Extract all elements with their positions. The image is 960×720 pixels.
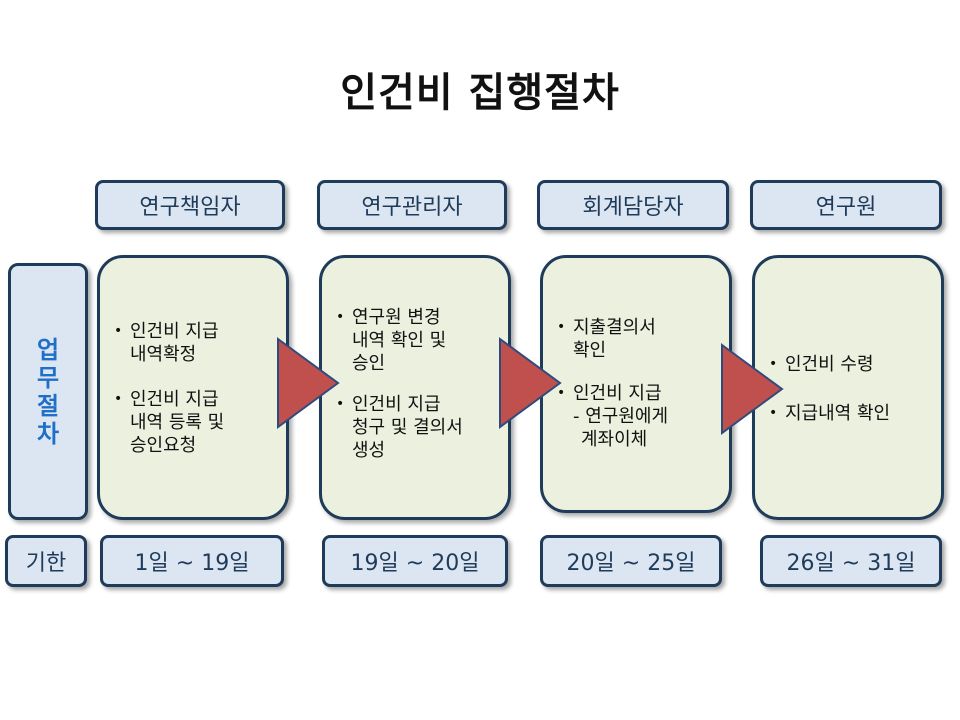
- role-header-3: 연구원: [750, 180, 942, 230]
- step-line: 내역 등록 및: [130, 412, 225, 433]
- step-line: 청구 및 결의서: [352, 417, 463, 438]
- arrow-shape: [499, 337, 562, 429]
- step-line: 지출결의서: [573, 317, 656, 338]
- step-line: 지급내역 확인: [785, 403, 891, 424]
- step-line: 인건비 지급: [352, 394, 441, 415]
- step-line: 인건비 지급: [130, 321, 219, 342]
- process-step: 지출결의서 확인: [557, 316, 719, 362]
- step-line: 승인: [352, 353, 386, 374]
- process-box-3: 인건비 수령 지급내역 확인: [752, 255, 944, 520]
- step-line: 내역확정: [130, 344, 197, 365]
- process-box-2: 지출결의서 확인 인건비 지급 - 연구원에게 계좌이체: [540, 255, 732, 513]
- flow-arrow-2: [499, 337, 562, 429]
- step-line: 생성: [352, 440, 386, 461]
- role-header-2: 회계담당자: [537, 180, 729, 230]
- process-step: 연구원 변경 내역 확인 및 승인: [336, 306, 498, 375]
- arrow-shape: [721, 343, 784, 435]
- flow-arrow-3: [721, 343, 784, 435]
- process-step: 인건비 지급 - 연구원에게 계좌이체: [557, 382, 719, 451]
- process-step: 인건비 지급 내역확정: [114, 320, 276, 366]
- step-line: 연구원 변경: [352, 307, 441, 328]
- process-step: 지급내역 확인: [769, 402, 931, 425]
- page-title: 인건비 집행절차: [340, 70, 620, 116]
- step-line: - 연구원에게: [573, 406, 669, 427]
- period-2: 20일 ~ 25일: [540, 535, 722, 587]
- flow-arrow-1: [277, 337, 340, 429]
- step-line: 인건비 수령: [785, 354, 874, 375]
- period-0: 1일 ~ 19일: [100, 535, 284, 587]
- step-line: 내역 확인 및: [352, 330, 447, 351]
- side-label-box: 업무절차: [8, 263, 88, 520]
- role-header-1: 연구관리자: [317, 180, 507, 230]
- process-step: 인건비 지급 청구 및 결의서 생성: [336, 393, 498, 462]
- arrow-shape: [277, 337, 340, 429]
- step-line: 확인: [573, 340, 607, 361]
- role-header-0: 연구책임자: [95, 180, 285, 230]
- period-1: 19일 ~ 20일: [322, 535, 508, 587]
- process-step: 인건비 지급 내역 등록 및 승인요청: [114, 388, 276, 457]
- deadline-label: 기한: [5, 535, 87, 587]
- step-line: 인건비 지급: [130, 389, 219, 410]
- process-box-0: 인건비 지급 내역확정 인건비 지급 내역 등록 및 승인요청: [97, 255, 289, 520]
- process-step: 인건비 수령: [769, 353, 931, 376]
- step-line: 계좌이체: [581, 429, 648, 450]
- step-line: 승인요청: [130, 435, 197, 456]
- step-line: 인건비 지급: [573, 383, 662, 404]
- process-box-1: 연구원 변경 내역 확인 및 승인 인건비 지급 청구 및 결의서 생성: [319, 255, 511, 520]
- period-3: 26일 ~ 31일: [760, 535, 942, 587]
- side-label: 업무절차: [36, 335, 60, 448]
